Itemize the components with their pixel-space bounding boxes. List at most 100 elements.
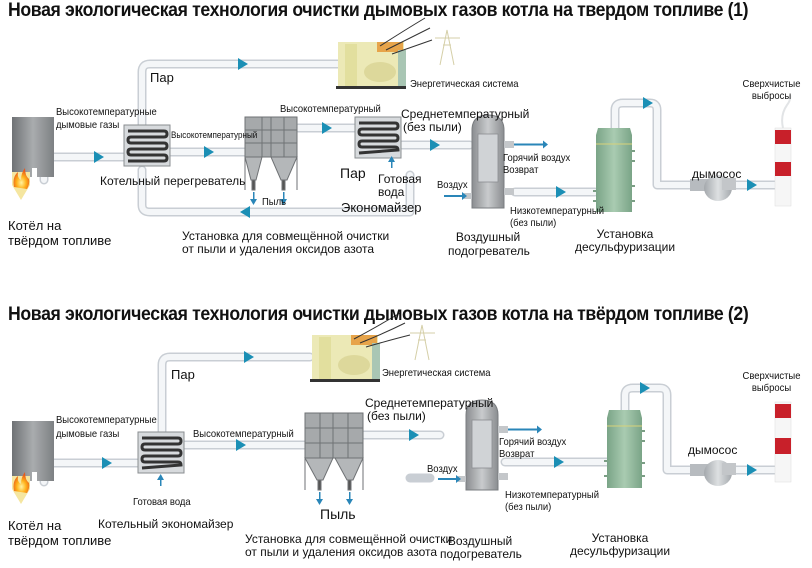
label-combined-unit-2-2: от пыли и удаления оксидов азота — [245, 545, 438, 559]
air-heater-diagram-2 — [438, 399, 542, 491]
label-high-temp-after-filter: Высокотемпературный — [280, 103, 381, 115]
economizer-diagram-1 — [354, 116, 402, 168]
air-heater-diagram-1 — [444, 114, 548, 209]
label-medium-temp-1-2: Среднетемпературный — [365, 396, 494, 410]
flow-arrow — [640, 382, 650, 394]
fan-diagram-2 — [690, 460, 736, 486]
label-steam-economizer: Пар — [340, 165, 366, 181]
flow-arrow — [409, 429, 419, 441]
flow-arrow — [244, 351, 254, 363]
power-tower-icon — [435, 29, 460, 66]
desulfurization-tower-diagram-2 — [604, 410, 645, 488]
boiler-diagram-1 — [12, 117, 54, 200]
flow-arrow — [430, 139, 440, 151]
label-desulfurization-2: десульфуризации — [574, 240, 676, 254]
label-low-temp-1: Низкотемпературный — [510, 205, 604, 217]
flame-icon — [13, 472, 30, 493]
label-ultra-clean-2-2: выбросы — [751, 382, 792, 394]
label-dust: Пыль — [262, 196, 287, 208]
label-dust-2: Пыль — [320, 506, 356, 522]
flow-arrow — [240, 206, 250, 218]
label-steam-2: Пар — [171, 367, 195, 382]
label-air-2: Воздух — [427, 463, 458, 475]
label-return: Возврат — [503, 164, 539, 176]
dust-filter-diagram-1 — [244, 116, 298, 191]
label-combined-unit-2: от пыли и удаления оксидов азота — [182, 242, 375, 256]
economizer-diagram-2 — [137, 431, 185, 486]
flow-arrows-diagram-1 — [94, 58, 757, 218]
label-hot-air: Горячий воздух — [503, 152, 571, 164]
label-low-temp-1-2: Низкотемпературный — [505, 489, 599, 501]
label-fan: дымосос — [692, 167, 742, 181]
dust-filter-diagram-2 — [304, 412, 364, 491]
diagram-2-title: Новая экологическая технология очистки д… — [8, 304, 749, 325]
label-feed-water-2: вода — [378, 185, 405, 199]
label-return-2: Возврат — [499, 448, 535, 460]
diagram-1-title: Новая экологическая технология очистки д… — [8, 0, 749, 21]
flame-icon — [13, 168, 30, 189]
label-feed-water-2: Готовая вода — [133, 496, 191, 508]
label-boiler-economizer: Котельный экономайзер — [98, 517, 234, 531]
label-air-heater-1-2: Воздушный — [447, 534, 513, 548]
label-high-temp-flue-gas-1: Высокотемпературные — [56, 106, 157, 118]
flow-arrow — [747, 179, 757, 191]
label-air: Воздух — [437, 179, 468, 191]
label-boiler-1: Котёл на — [8, 218, 62, 233]
boiler-diagram-2 — [12, 421, 54, 504]
label-boiler-2-2: твёрдом топливе — [8, 533, 112, 548]
label-ultra-clean-1-2: Сверхчистые — [742, 370, 801, 382]
label-ultra-clean-2: выбросы — [751, 90, 792, 102]
label-high-temp-flue-gas-2-2: дымовые газы — [56, 428, 120, 440]
dust-arrows-diagram-1 — [250, 192, 287, 205]
label-combined-unit-1-2: Установка для совмещённой очистки — [245, 532, 453, 546]
fan-diagram-1 — [690, 175, 736, 201]
label-boiler-superheater: Котельный перегреватель — [100, 174, 246, 188]
desulfurization-tower-diagram-1 — [593, 128, 635, 212]
flow-arrow — [556, 186, 566, 198]
label-desulfurization-1-2: Установка — [591, 531, 649, 545]
label-medium-temp-2: (без пыли) — [403, 120, 462, 134]
label-power-system-2: Энергетическая система — [382, 367, 491, 379]
flow-arrow — [94, 151, 104, 163]
flow-arrow — [747, 464, 757, 476]
label-power-system: Энергетическая система — [410, 78, 519, 90]
label-air-heater-2: подогреватель — [448, 244, 530, 258]
flow-arrows-diagram-2 — [102, 351, 757, 476]
label-medium-temp-2-2: (без пыли) — [367, 409, 426, 423]
label-air-heater-2-2: подогреватель — [440, 547, 522, 561]
label-boiler-2: твёрдом топливе — [8, 233, 112, 248]
label-hot-air-2: Горячий воздух — [499, 436, 567, 448]
chimney-diagram-2 — [774, 401, 792, 483]
label-desulfurization-1: Установка — [596, 227, 654, 241]
label-boiler-1-2: Котёл на — [8, 518, 62, 533]
label-air-heater-1: Воздушный — [455, 230, 521, 244]
flow-arrow — [102, 457, 112, 469]
power-tower-icon — [410, 324, 435, 361]
flow-arrow — [322, 122, 332, 134]
label-high-temp-flue-gas-1-2: Высокотемпературные — [56, 414, 157, 426]
generator-diagram-1 — [336, 17, 460, 89]
chimney-diagram-1 — [774, 94, 792, 207]
flow-arrow — [554, 456, 564, 468]
superheater-diagram-1 — [123, 124, 171, 167]
label-medium-temp-1: Среднетемпературный — [401, 107, 530, 121]
label-high-temp-after-superheater: Высокотемпературный — [171, 130, 258, 140]
label-high-temp-flue-gas-2: дымовые газы — [56, 119, 120, 131]
label-high-temp-after-economizer: Высокотемпературный — [193, 428, 294, 440]
label-desulfurization-2-2: десульфуризации — [569, 544, 671, 558]
flow-arrow — [238, 58, 248, 70]
label-economizer: Экономайзер — [341, 200, 422, 215]
flow-arrow — [643, 97, 653, 109]
label-feed-water-1: Готовая — [378, 172, 422, 186]
flow-arrow — [204, 146, 214, 158]
label-fan-2: дымосос — [688, 443, 738, 457]
flow-arrow — [236, 439, 246, 451]
label-combined-unit-1: Установка для совмещённой очистки — [182, 229, 390, 243]
dust-arrows-diagram-2 — [316, 492, 353, 505]
label-steam: Пар — [150, 70, 174, 85]
generator-diagram-2 — [310, 312, 435, 382]
label-low-temp-2-2: (без пыли) — [505, 501, 552, 513]
label-low-temp-2: (без пыли) — [510, 217, 557, 229]
label-ultra-clean-1: Сверхчистые — [742, 78, 801, 90]
